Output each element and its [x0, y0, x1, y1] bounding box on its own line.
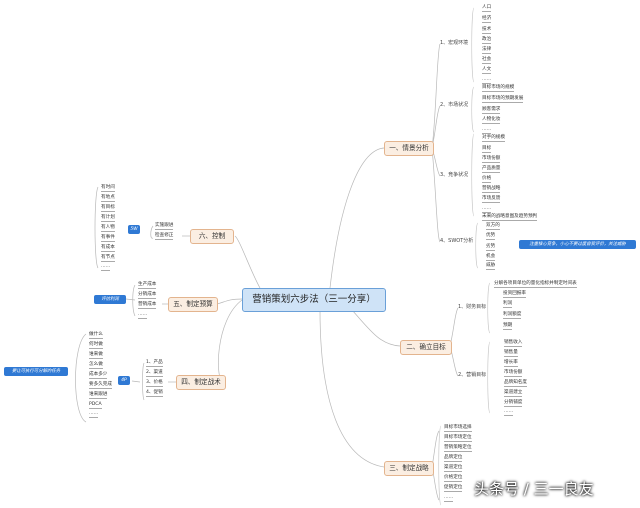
5w-tag: 5W [128, 225, 140, 234]
competition-status-label: 3、竞争状况 [440, 172, 469, 178]
marketing-goals-label: 2、营销目标 [458, 372, 487, 378]
list-item: 何时做 [89, 342, 103, 349]
section-tactics[interactable]: 四、制定战术 [176, 375, 226, 390]
list-item: 目标市场定位 [444, 435, 472, 442]
list-item: 社会 [482, 57, 492, 64]
list-item: 人文 [482, 67, 492, 74]
list-item: 市场份额 [482, 156, 501, 163]
list-item: …… [504, 409, 514, 416]
list-item: 未来的战略意图及趋势预判 [482, 214, 538, 221]
list-item: 政治 [482, 37, 492, 44]
list-item: 增长率 [504, 360, 518, 367]
list-item: 目标市场的规模 [482, 85, 515, 92]
list-item: 双方的 [486, 223, 500, 230]
swot-note: 注重核心竞争，小心不要过度自我评价，关注威胁 [519, 240, 636, 249]
list-item: …… [89, 411, 99, 418]
list-item: 检查修正 [155, 233, 174, 240]
list-item: 对手的规模 [482, 135, 505, 142]
list-item: 市场份额 [504, 370, 523, 377]
list-item: 怎么做 [89, 362, 103, 369]
list-item: …… [101, 264, 111, 271]
central-topic[interactable]: 营销策划六步法（三一分享） [242, 288, 386, 312]
list-item: 渠道定位 [444, 465, 463, 472]
list-item: 销售量 [504, 350, 518, 357]
section-set-goals[interactable]: 二、确立目标 [400, 340, 452, 355]
list-item: 营销策略定位 [444, 445, 472, 452]
list-item: 法律 [482, 47, 492, 54]
list-item: 2、渠道 [146, 370, 163, 377]
market-status-label: 2、市场状况 [440, 102, 469, 108]
swot-label: 4、SWOT分析 [440, 238, 474, 244]
list-item: 有节点 [101, 255, 115, 262]
list-item: 谁来做 [89, 352, 103, 359]
list-item: 品牌知名度 [504, 380, 527, 387]
list-item: …… [138, 312, 148, 319]
list-item: 实施跟进 [155, 223, 174, 230]
list-item: 促销定位 [444, 485, 463, 492]
budget-note: 评估利润 [94, 295, 126, 304]
list-item: 市场反馈 [482, 196, 501, 203]
list-item: 投资回报率 [503, 291, 526, 298]
list-item: 机会 [486, 254, 496, 261]
list-item: 1、产品 [146, 360, 163, 367]
list-item: 生产成本 [138, 282, 157, 289]
4p-tag: 4P [118, 376, 130, 385]
list-item: 人口 [482, 5, 492, 12]
list-item: 要多久完成 [89, 382, 112, 389]
list-item: 做什么 [89, 332, 103, 339]
list-item: 有时间 [101, 185, 115, 192]
financial-goals-label: 1、财务目标 [458, 304, 487, 310]
list-item: 威胁 [486, 263, 496, 270]
list-item: 优势 [486, 233, 496, 240]
list-item: 有目标 [101, 205, 115, 212]
watermark: 头条号 / 三一良友 [474, 480, 594, 498]
section-budget[interactable]: 五、制定预算 [168, 297, 218, 312]
list-item: 分销成本 [138, 292, 157, 299]
macro-environment-label: 1、宏观环境 [440, 40, 469, 46]
list-item: 4、促销 [146, 390, 163, 397]
list-item: 有计划 [101, 215, 115, 222]
list-item: 3、价格 [146, 380, 163, 387]
list-item: 有人物 [101, 225, 115, 232]
section-strategy[interactable]: 三、制定战略 [384, 461, 434, 476]
list-item: 顾客需求 [482, 107, 501, 114]
section-control[interactable]: 六、控制 [190, 229, 234, 244]
list-item: 渠道建立 [504, 390, 523, 397]
list-item: 利润 [503, 301, 513, 308]
list-item: …… [444, 495, 454, 502]
list-item: 目标市场的预期发展 [482, 96, 524, 103]
list-item: 目标 [482, 146, 492, 153]
list-item: 目标市场选择 [444, 425, 472, 432]
list-item: PDCA [89, 402, 102, 409]
list-item: …… [482, 206, 492, 213]
list-item: 利润额度 [503, 312, 522, 319]
list-item: 价格 [482, 176, 492, 183]
list-item: 价格定位 [444, 475, 463, 482]
list-item: 人物化妆 [482, 117, 501, 124]
list-item: 分解各项目单位的量化指标并制定时间表 [494, 281, 577, 288]
list-item: 劣势 [486, 244, 496, 251]
list-item: 有事件 [101, 235, 115, 242]
list-item: 技术 [482, 27, 492, 34]
list-item: …… [482, 127, 492, 134]
list-item: 产品质量 [482, 166, 501, 173]
list-item: 有地点 [101, 195, 115, 202]
list-item: 品牌定位 [444, 455, 463, 462]
list-item: 经济 [482, 16, 492, 23]
section-situation-analysis[interactable]: 一、情景分析 [384, 141, 434, 156]
list-item: 谁来跟进 [89, 392, 108, 399]
list-item: 销售收入 [504, 340, 523, 347]
tactics-note: 要让可执行可分解的任务 [4, 367, 68, 376]
list-item: 成本多少 [89, 372, 108, 379]
list-item: 营销战略 [482, 186, 501, 193]
list-item: 分销铺度 [504, 400, 523, 407]
list-item: 有成本 [101, 245, 115, 252]
list-item: …… [482, 77, 492, 84]
list-item: 营销成本 [138, 302, 157, 309]
list-item: 预期 [503, 323, 513, 330]
